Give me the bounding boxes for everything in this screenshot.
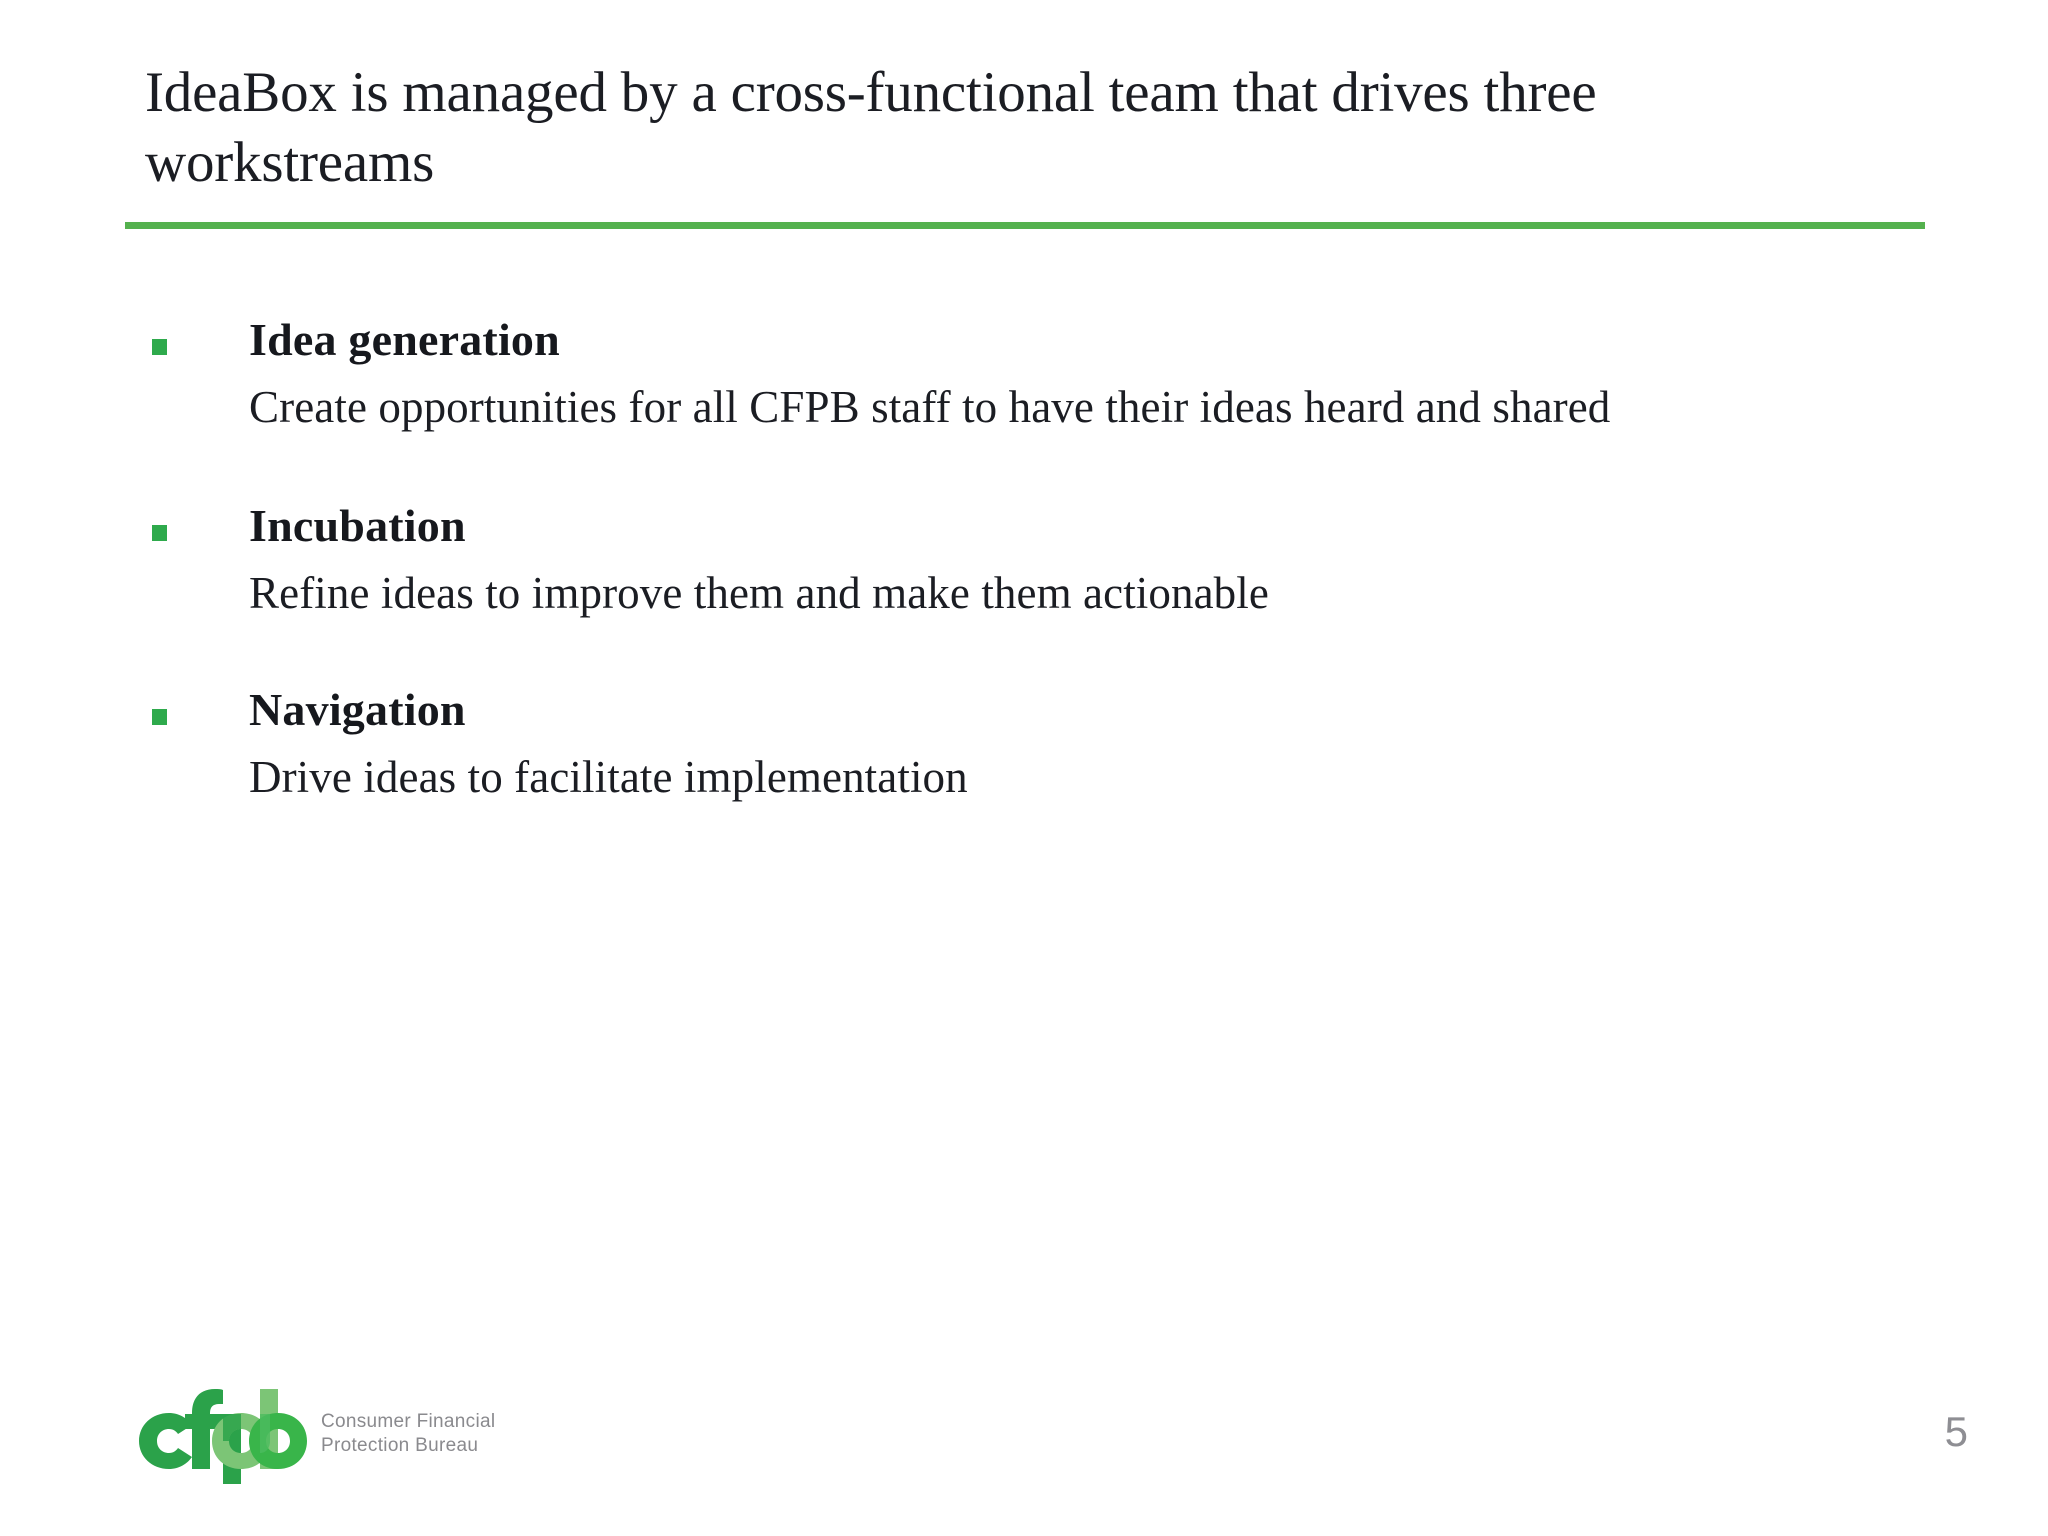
page-title-line-2: workstreams — [145, 131, 435, 194]
cfpb-logo: Consumer Financial Protection Bureau — [128, 1386, 548, 1486]
workstream-description: Refine ideas to improve them and make th… — [249, 568, 1269, 618]
square-bullet-icon — [152, 339, 167, 355]
workstream-heading-row: Idea generation — [0, 300, 2048, 376]
workstream-heading: Idea generation — [249, 314, 560, 365]
workstream-heading: Incubation — [249, 500, 466, 551]
square-bullet-icon — [152, 709, 167, 725]
workstream-section-incubation: Incubation Refine ideas to improve them … — [0, 486, 2048, 638]
workstream-section-navigation: Navigation Drive ideas to facilitate imp… — [0, 670, 2048, 822]
workstream-heading-row: Navigation — [0, 670, 2048, 746]
workstream-heading-row: Incubation — [0, 486, 2048, 562]
workstream-section-idea-generation: Idea generation Create opportunities for… — [0, 300, 2048, 452]
content-body: Idea generation Create opportunities for… — [0, 300, 2048, 826]
page-number: 5 — [1944, 1408, 1968, 1455]
title-divider — [125, 222, 1925, 229]
page-title-line-1: IdeaBox is managed by a cross-functional… — [145, 61, 1597, 124]
cfpb-logo-tagline: Consumer Financial Protection Bureau — [321, 1411, 496, 1456]
page-title: IdeaBox is managed by a cross-functional… — [145, 58, 1865, 198]
section-spacer — [0, 642, 2048, 670]
workstream-description: Drive ideas to facilitate implementation — [249, 752, 968, 802]
square-bullet-icon — [152, 525, 167, 541]
cfpb-logo-icon — [139, 1389, 307, 1484]
workstream-description: Create opportunities for all CFPB staff … — [249, 382, 1611, 432]
section-spacer — [0, 456, 2048, 486]
workstream-heading: Navigation — [249, 684, 466, 735]
